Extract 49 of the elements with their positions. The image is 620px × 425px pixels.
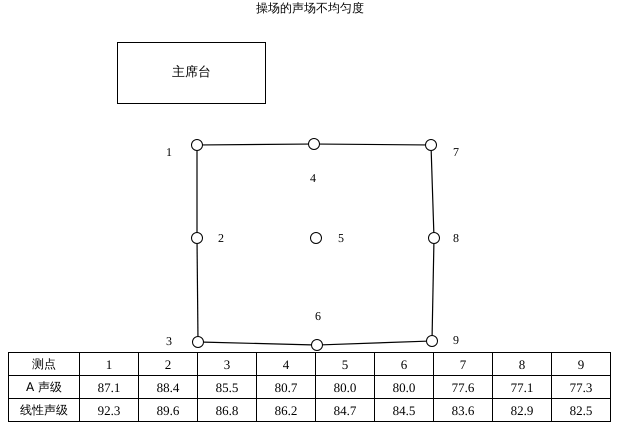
row-header-cell: A 声级 [8,376,80,398]
boundary-line [204,342,312,346]
point-number: 5 [337,231,345,245]
table-cell: 80.0 [316,376,374,398]
point-number: 3 [165,334,173,348]
point-number: 9 [452,333,460,347]
table-cell: 77.3 [552,376,610,398]
table-cell: 4 [256,352,316,376]
boundary-line [203,143,308,146]
table-cell: 9 [552,352,610,376]
table-cell: 92.3 [80,398,138,422]
table-cell: 77.6 [434,376,492,398]
table-cell: 77.1 [492,376,552,398]
table-cell: 83.6 [434,398,492,422]
boundary-line [430,150,434,232]
table-cell: 86.2 [256,398,316,422]
point-number: 6 [314,309,322,323]
row-header-cell: 线性声级 [8,398,80,422]
table-cell: 84.7 [316,398,374,422]
table-cell: 5 [316,352,374,376]
point-number: 4 [309,171,317,185]
table-cell: 85.5 [198,376,256,398]
table-cell: 87.1 [80,376,138,398]
table-cell: 88.4 [138,376,198,398]
table-cell: 80.0 [374,376,434,398]
diagram-title: 操场的声场不均匀度 [255,0,365,16]
table-cell: 6 [374,352,434,376]
boundary-line [322,340,426,346]
boundary-line [196,244,199,336]
point-number: 8 [452,231,460,245]
boundary-line [196,151,198,232]
point-number: 7 [452,145,460,159]
table-cell: 82.9 [492,398,552,422]
table-cell: 82.5 [552,398,610,422]
table-cell: 86.8 [198,398,256,422]
point-number: 2 [217,231,225,245]
row-header-cell: 测点 [8,352,80,376]
table-cell: 8 [492,352,552,376]
stage-box: 主席台 [117,42,266,104]
table-cell: 1 [80,352,138,376]
table-cell: 2 [138,352,198,376]
table-cell: 7 [434,352,492,376]
boundary-line [432,244,434,336]
table-cell: 84.5 [374,398,434,422]
table-cell: 80.7 [256,376,316,398]
boundary-line [320,143,425,146]
table-cell: 89.6 [138,398,198,422]
table-cell: 3 [198,352,256,376]
point-number: 1 [165,145,173,159]
